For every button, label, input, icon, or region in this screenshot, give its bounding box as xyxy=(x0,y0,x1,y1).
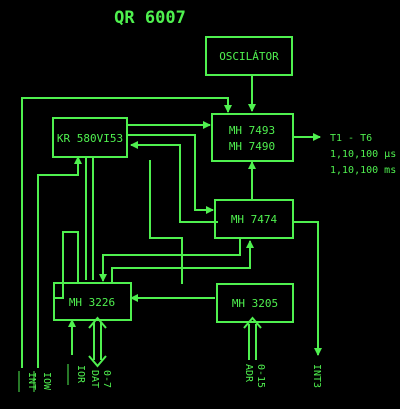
signal-iow: IOW xyxy=(41,372,52,391)
wire-int3 xyxy=(293,221,322,356)
signal-dat: DAT xyxy=(89,370,100,388)
flipflop-block xyxy=(214,199,294,239)
arrow-adr xyxy=(243,316,262,329)
bus-label: MH 3226 xyxy=(69,296,115,309)
output-label-1: T1 - T6 xyxy=(330,133,372,144)
oscillator-block xyxy=(205,36,293,76)
wire-cpu-flipflop xyxy=(127,134,214,214)
cpu-block xyxy=(52,117,128,158)
flipflop-label: MH 7474 xyxy=(231,213,278,226)
decoder-label: MH 3205 xyxy=(232,297,278,310)
output-label-2: 1,10,100 µs xyxy=(330,149,396,160)
signal-ior: IOR xyxy=(75,365,86,384)
wire-iow xyxy=(37,156,82,368)
signal-adr-range: 0-15 xyxy=(255,364,266,388)
counter-label-1: MH 7493 xyxy=(229,124,275,137)
counter-label-2: MH 7490 xyxy=(229,140,275,153)
arrow-dat-up xyxy=(88,316,107,329)
signal-int: INT xyxy=(26,372,37,390)
wire-loop-left xyxy=(54,231,79,299)
arrow-dat-down xyxy=(88,355,107,368)
wire-int xyxy=(21,97,232,368)
wire-decoder-up xyxy=(149,160,183,284)
diagram-title: QR 6007 xyxy=(114,8,186,28)
cpu-label: KR 580VI53 xyxy=(57,132,123,145)
bus-block xyxy=(53,282,132,321)
decoder-block xyxy=(216,283,294,323)
signal-adr: ADR xyxy=(243,364,254,383)
output-label-3: 1,10,100 ms xyxy=(330,165,396,176)
signal-dat-range: 0-7 xyxy=(101,370,112,388)
connection-lines xyxy=(21,75,322,368)
oscillator-label: OSCILÁTOR xyxy=(219,50,279,63)
wire-flipflop-cpu xyxy=(130,141,218,223)
wire-flipflop-bus xyxy=(99,238,241,282)
counter-block xyxy=(211,113,294,162)
signal-int3: INT3 xyxy=(311,364,322,388)
